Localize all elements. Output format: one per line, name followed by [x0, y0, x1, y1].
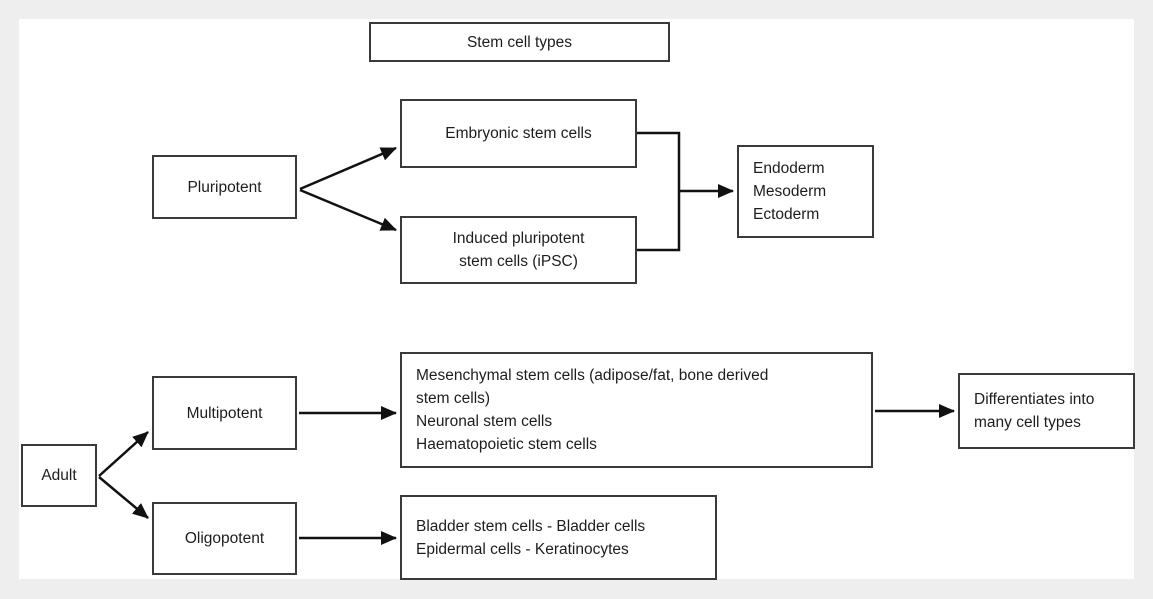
node-germ-layers: Endoderm Mesoderm Ectoderm: [737, 145, 874, 238]
node-embryonic-stem-cells: Embryonic stem cells: [400, 99, 637, 168]
node-multipotent: Multipotent: [152, 376, 297, 450]
node-adult: Adult: [21, 444, 97, 507]
arrow-adult-to-multipotent: [98, 431, 149, 477]
merge-bracket: [637, 131, 681, 252]
node-differentiates: Differentiates into many cell types: [958, 373, 1135, 449]
node-ipsc: Induced pluripotent stem cells (iPSC): [400, 216, 637, 284]
arrow-adult-to-oligopotent: [98, 476, 149, 519]
node-pluripotent: Pluripotent: [152, 155, 297, 219]
arrow-pluripotent-to-embryonic: [299, 146, 397, 191]
node-oligopotent-examples: Bladder stem cells - Bladder cells Epide…: [400, 495, 717, 580]
arrow-pluripotent-to-ipsc: [299, 188, 397, 232]
node-multipotent-examples: Mesenchymal stem cells (adipose/fat, bon…: [400, 352, 873, 468]
node-title: Stem cell types: [369, 22, 670, 62]
node-oligopotent: Oligopotent: [152, 502, 297, 575]
